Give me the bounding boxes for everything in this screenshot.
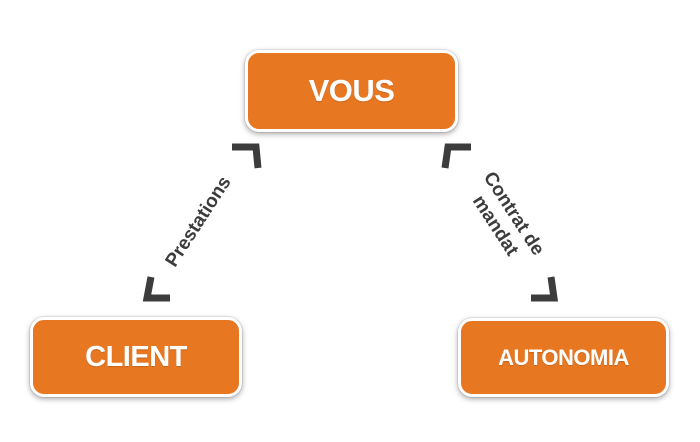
arrowhead-right-bottom (531, 276, 559, 302)
node-vous-label: VOUS (308, 73, 395, 108)
node-autonomia: AUTONOMIA (458, 318, 669, 397)
node-autonomia-label: AUTONOMIA (498, 344, 629, 370)
node-client: CLIENT (30, 317, 242, 397)
arrowhead-left-bottom (142, 276, 170, 302)
arrowhead-right-top (441, 143, 471, 169)
arrowhead-left-top (232, 143, 262, 169)
node-client-label: CLIENT (85, 340, 187, 373)
node-vous: VOUS (245, 50, 458, 132)
